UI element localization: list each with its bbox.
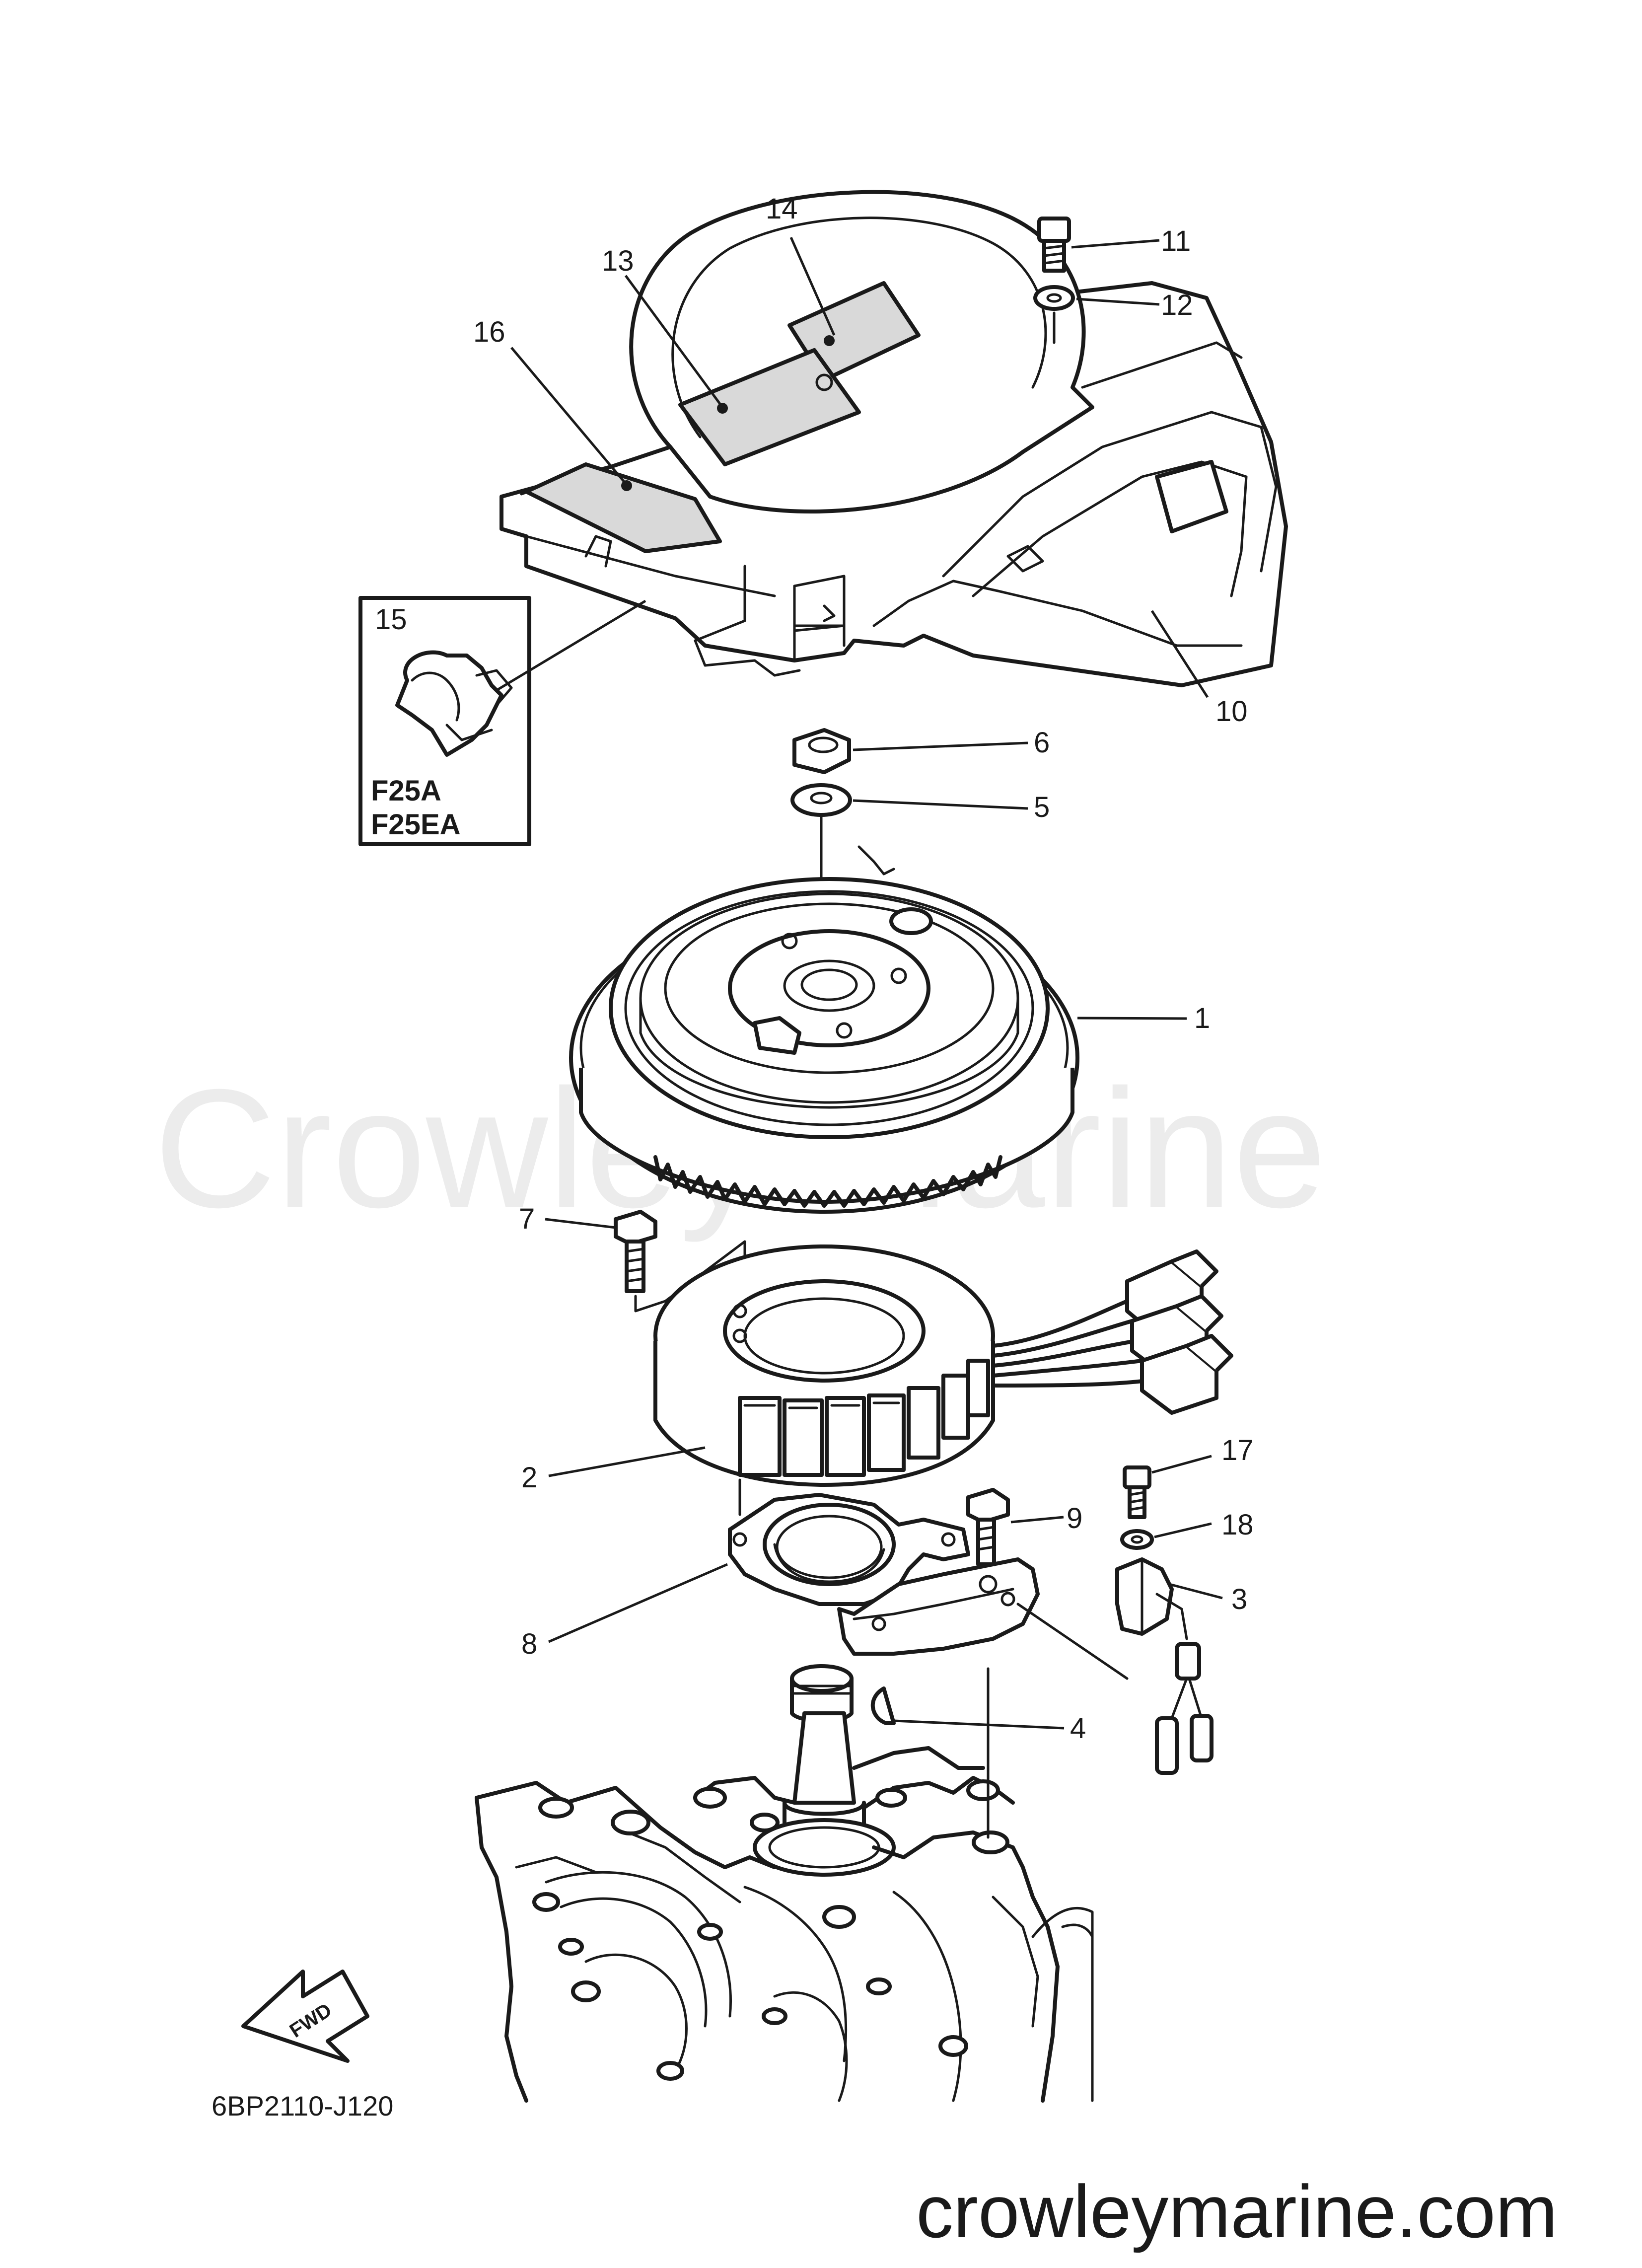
- model-label-f25a: F25A: [371, 775, 441, 807]
- diagram-code: 6BP2110-J120: [212, 2090, 393, 2122]
- bolt-part-13: [1037, 217, 1071, 273]
- flywheel-cover-part-12: [500, 190, 1288, 687]
- callout-leaders: [510, 236, 1223, 1730]
- callout-numbers: 11 12 14 13 16 10 6 5 1 7 2 9 17 18 3 8 …: [473, 193, 1254, 1745]
- screw-part-9: [966, 1488, 1010, 1566]
- callout-14: 12: [1161, 289, 1193, 321]
- nut-part-6: [792, 728, 851, 774]
- inset-part-number: 15: [375, 603, 407, 636]
- callout-9: 9: [1067, 1502, 1082, 1535]
- callout-5: 5: [1034, 791, 1050, 823]
- callout-12: 10: [1215, 695, 1248, 728]
- callout-4: 4: [1070, 1712, 1086, 1745]
- callout-10: 17: [1221, 1434, 1254, 1466]
- inset-box-clamp: [358, 596, 646, 846]
- callout-6: 6: [1034, 727, 1050, 759]
- ring-gear-teeth: [653, 1155, 1002, 1208]
- washer-part-14: [1033, 285, 1075, 311]
- woodruff-key-part-4: [870, 1686, 896, 1725]
- callout-1: 1: [1194, 1002, 1210, 1034]
- fwd-arrow-icon: FWD: [241, 1970, 369, 2063]
- stator-part-2: [653, 1244, 1233, 1487]
- washer-part-11: [1120, 1529, 1154, 1550]
- base-plate-part-8: [728, 1493, 1040, 1656]
- callout-17: 14: [766, 193, 798, 225]
- engine-block: [475, 1664, 1094, 2103]
- callout-2: 2: [521, 1462, 537, 1494]
- bolt-part-7: [614, 1210, 657, 1293]
- callout-16: 13: [602, 245, 634, 277]
- screw-part-10: [1123, 1465, 1151, 1519]
- pulser-coil-part-3: [1016, 1557, 1214, 1775]
- model-label-f25ea: F25EA: [371, 808, 461, 841]
- callout-11: 18: [1221, 1509, 1254, 1541]
- washer-part-5: [790, 783, 852, 817]
- callout-8: 8: [521, 1628, 537, 1660]
- callout-18: 16: [473, 316, 505, 348]
- callout-13: 11: [1161, 225, 1191, 257]
- callout-7: 7: [519, 1203, 535, 1235]
- callout-3: 3: [1231, 1583, 1247, 1615]
- site-url: crowleymarine.com: [916, 2170, 1558, 2253]
- flywheel-part-1: [569, 845, 1079, 1214]
